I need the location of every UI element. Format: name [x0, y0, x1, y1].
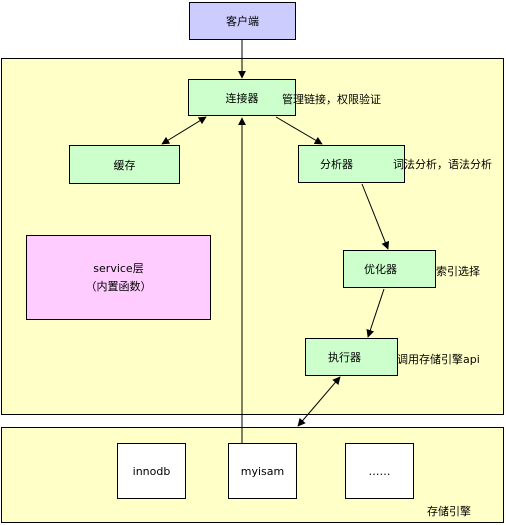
cache-label: 缓存	[113, 158, 136, 172]
storage-engine-note: 存储引擎	[427, 505, 471, 518]
innodb-engine: innodb	[117, 443, 186, 499]
cache-node: 缓存	[69, 145, 180, 184]
other-engine-label: ……	[368, 464, 391, 478]
executor-label: 执行器	[328, 351, 361, 364]
service-label: service层	[93, 261, 144, 275]
executor-note: 调用存储引擎api	[397, 353, 480, 366]
optimizer-note: 索引选择	[436, 265, 480, 278]
optimizer-node: 优化器	[343, 250, 436, 288]
innodb-label: innodb	[132, 464, 171, 478]
analyzer-label: 分析器	[320, 158, 353, 171]
optimizer-label: 优化器	[364, 263, 397, 276]
analyzer-note: 词法分析，语法分析	[393, 158, 492, 171]
myisam-engine: myisam	[228, 443, 297, 499]
analyzer-node: 分析器	[298, 145, 405, 183]
connector-note: 管理链接，权限验证	[282, 93, 381, 106]
myisam-label: myisam	[240, 464, 285, 478]
executor-node: 执行器	[305, 338, 398, 376]
other-engine: ……	[345, 443, 414, 499]
client-label: 客户端	[226, 15, 259, 28]
service-sublabel: （内置函数）	[85, 279, 152, 293]
connector-label: 连接器	[225, 91, 259, 105]
service-layer-node: service层 （内置函数）	[26, 235, 211, 320]
connector-node: 连接器	[188, 79, 296, 116]
client-node: 客户端	[189, 2, 296, 40]
